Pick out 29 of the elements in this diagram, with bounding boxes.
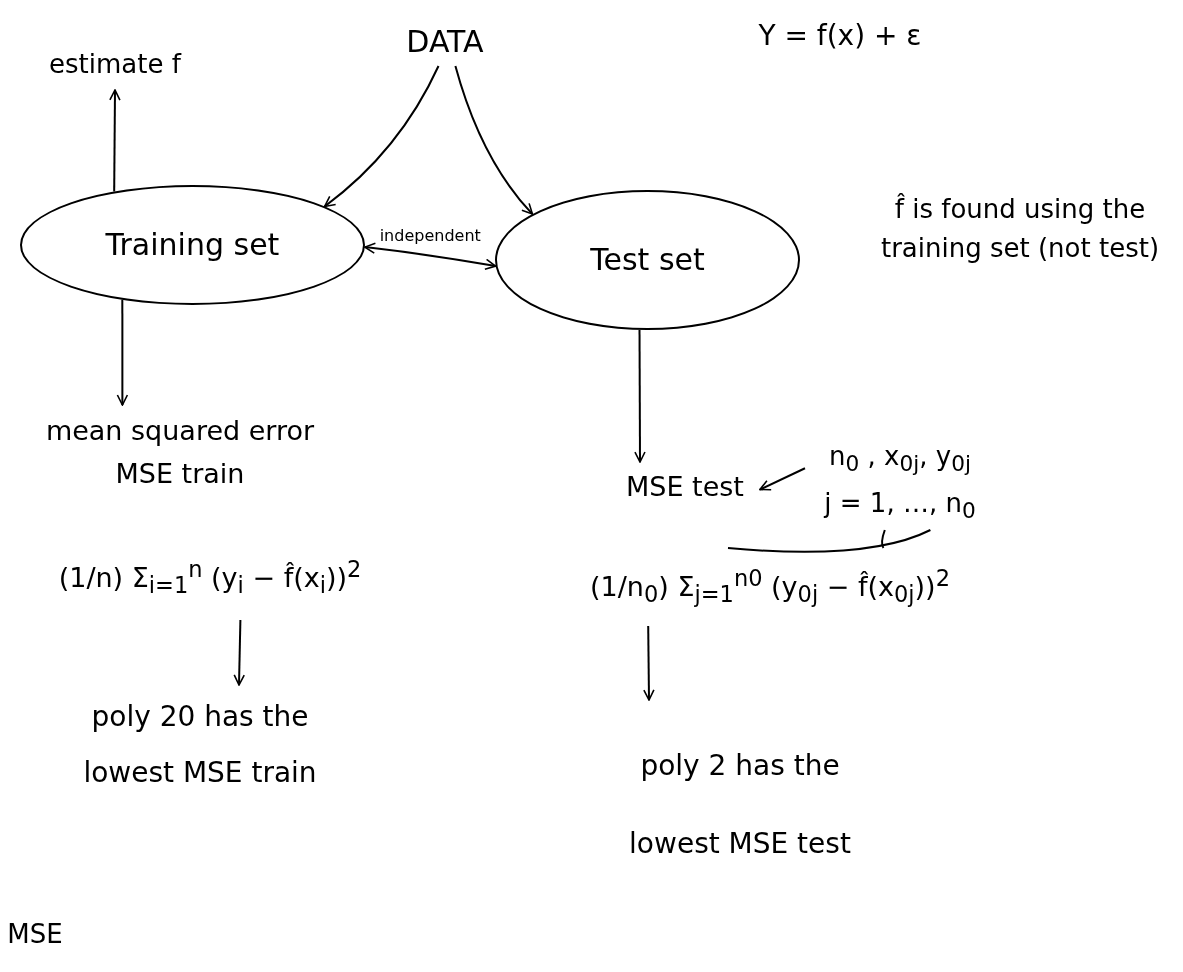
formula: (1/n$_{0}$) Σ$_{j=1}$$^{n0}$ (y$_{0j}$ − f̂(x$_{0j}$))$^{2}$ — [590, 565, 950, 609]
arrow — [454, 65, 534, 216]
arrow — [363, 242, 497, 271]
annotation-text: MSE — [6, 918, 64, 951]
notation-text: n$_{0}$ , x$_{0j}$, y$_{0j}$ — [829, 441, 971, 478]
leader-line — [881, 529, 886, 549]
metric-label: MSE train — [115, 457, 245, 490]
annotation-text: estimate f — [49, 49, 181, 81]
arrow — [116, 298, 129, 406]
annotation-text: mean squared error — [45, 415, 315, 448]
metric-label: MSE test — [626, 470, 744, 504]
ellipse-node — [495, 190, 800, 330]
arrow — [233, 619, 245, 686]
arrow — [109, 89, 121, 193]
arrow — [759, 467, 806, 491]
set-label: Test set — [590, 242, 705, 278]
arrow — [634, 328, 646, 463]
equation: Y = f(x) + ε — [757, 18, 923, 54]
formula: (1/n) Σ$_{i=1}$$^{n}$ (y$_{i}$ − f̂(x$_{i}$))$^{2}$ — [58, 555, 362, 600]
set-label: Training set — [105, 227, 280, 263]
annotation-text: f̂ is found using the training set (not test) — [879, 192, 1161, 265]
arrow — [643, 625, 655, 701]
conclusion-text: poly 20 has the lowest MSE train — [82, 699, 318, 791]
conclusion-text: poly 2 has the lowest MSE test — [628, 747, 852, 862]
index-range: j = 1, …, n$_{0}$ — [824, 487, 976, 524]
data-label: DATA — [406, 24, 484, 60]
leader-line — [727, 529, 932, 553]
ellipse-node — [20, 185, 365, 305]
arrow — [323, 65, 440, 208]
